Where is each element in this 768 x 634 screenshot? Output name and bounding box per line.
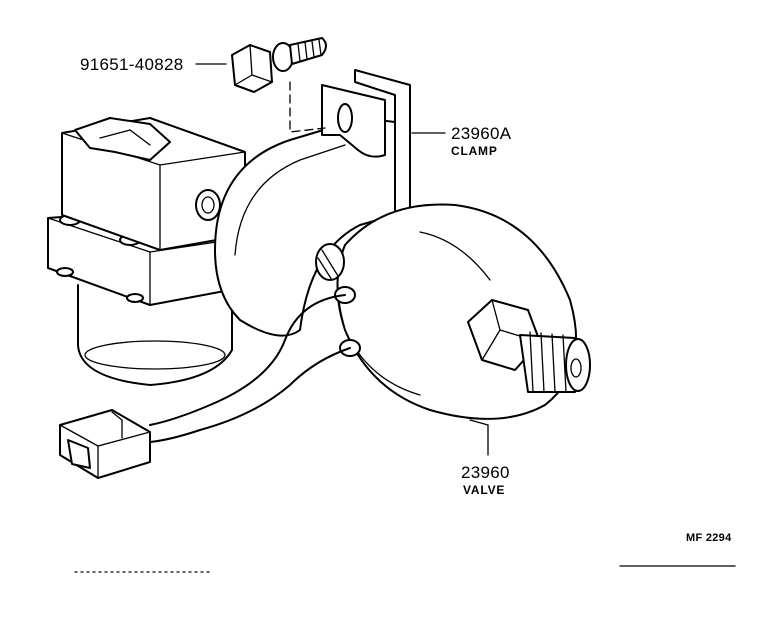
valve-23960-body (315, 203, 591, 420)
electrical-connector (59, 409, 151, 479)
clamp-band (214, 69, 411, 337)
bolt-91651-40828 (231, 37, 327, 133)
part-name-valve: VALVE (463, 483, 505, 497)
leader-line-valve (469, 419, 489, 456)
wire-harness (149, 294, 351, 443)
part-number-clamp: 23960A (451, 124, 512, 143)
diagram-code: MF 2294 (686, 532, 732, 544)
part-number-bolt: 91651-40828 (80, 55, 184, 74)
scan-artifact-marks (74, 565, 736, 573)
part-number-valve: 23960 (461, 463, 510, 482)
part-name-clamp: CLAMP (451, 144, 498, 158)
